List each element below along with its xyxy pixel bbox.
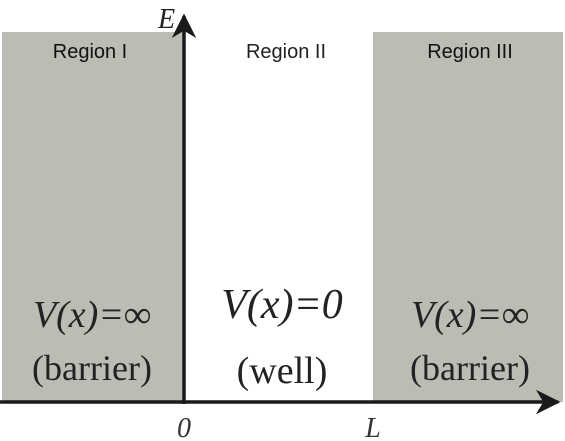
region-3-background — [373, 32, 563, 402]
region-1-title: Region I — [53, 41, 128, 63]
region-1-potential: V(x)=∞ — [33, 294, 151, 336]
region-1-background — [2, 32, 183, 402]
region-3-title: Region III — [427, 41, 513, 63]
region-3-description: (barrier) — [410, 348, 530, 388]
region-2-description: (well) — [237, 350, 328, 392]
energy-axis-label: E — [157, 4, 175, 35]
region-2-potential: V(x)=0 — [221, 282, 343, 328]
region-3-potential: V(x)=∞ — [411, 294, 529, 336]
well-width-label: L — [364, 413, 381, 441]
region-1-description: (barrier) — [32, 348, 152, 388]
region-2-title: Region II — [246, 41, 326, 63]
origin-label: 0 — [177, 413, 191, 441]
